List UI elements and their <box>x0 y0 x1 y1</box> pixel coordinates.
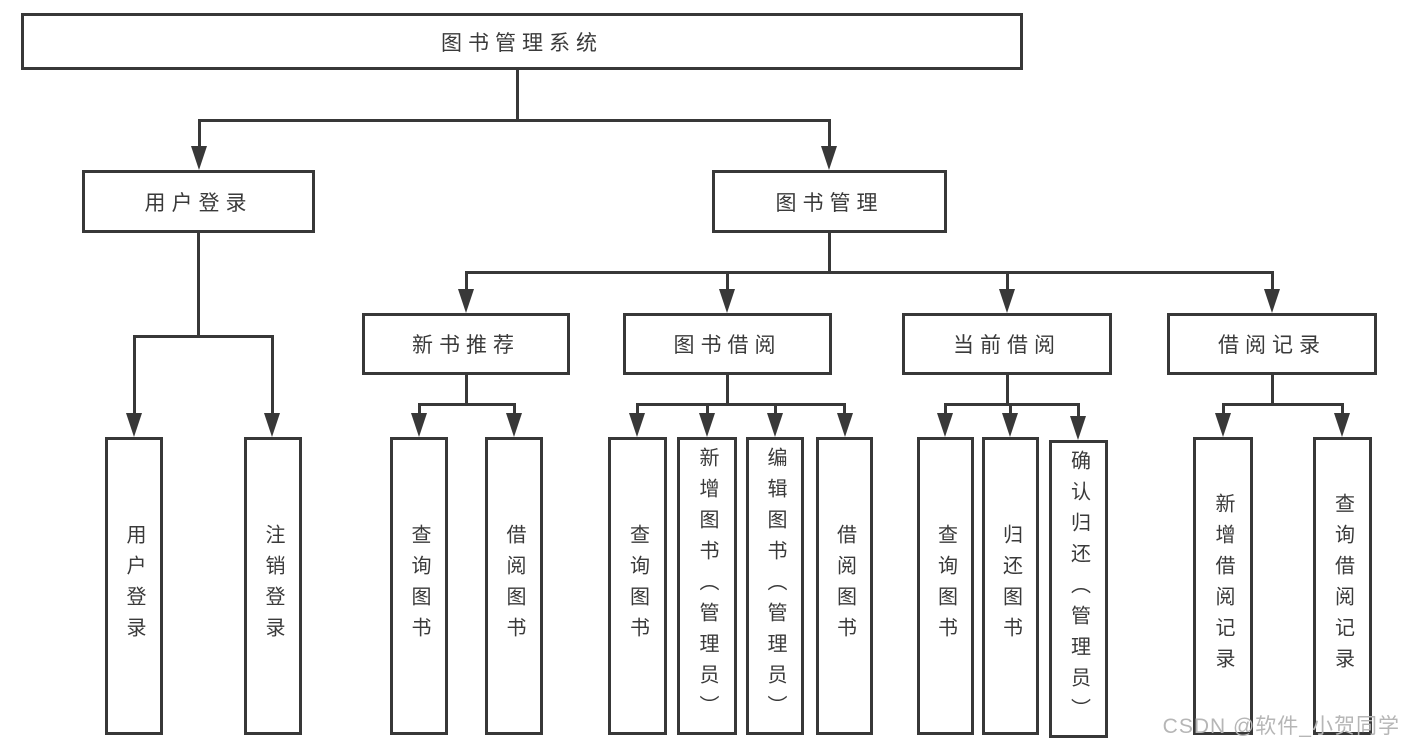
arrow-down-icon <box>1070 416 1086 440</box>
node-label: 查询图书 <box>408 524 430 648</box>
node-new-book-recommend: 新书推荐 <box>362 313 570 375</box>
connector-rail <box>636 403 846 406</box>
node-label: 借阅图书 <box>833 524 856 648</box>
node-leaf-borrow-books: 借阅图书 <box>816 437 873 735</box>
connector-userlogin-stub <box>197 231 200 337</box>
node-leaf-user-login: 用户登录 <box>105 437 163 735</box>
arrow-down-icon <box>629 413 645 437</box>
node-label: 用户登录 <box>123 524 145 648</box>
node-label: 确认归还（管理员） <box>1067 450 1090 729</box>
connector-drop <box>1341 403 1344 415</box>
arrow-down-icon <box>719 289 735 313</box>
node-label: 借阅图书 <box>503 524 525 648</box>
node-leaf-query-books: 查询图书 <box>917 437 974 735</box>
node-leaf-query-books: 查询图书 <box>390 437 448 735</box>
node-book-borrowing: 图书借阅 <box>623 313 832 375</box>
connector-drop <box>706 403 709 415</box>
connector-stub <box>465 373 468 406</box>
node-leaf-logout: 注销登录 <box>244 437 302 735</box>
connector-drop <box>198 119 201 148</box>
connector-stub <box>726 373 729 406</box>
connector-userlogin-rail <box>133 335 273 338</box>
node-leaf-borrow-books: 借阅图书 <box>485 437 543 735</box>
arrow-down-icon <box>1215 413 1231 437</box>
node-borrowing-records: 借阅记录 <box>1167 313 1377 375</box>
connector-drop <box>1006 271 1009 291</box>
node-label: 图书借阅 <box>673 334 782 357</box>
arrow-down-icon <box>458 289 474 313</box>
node-current-borrowing: 当前借阅 <box>902 313 1112 375</box>
node-label: 新增图书（管理员） <box>696 447 718 726</box>
node-label: 归还图书 <box>999 524 1022 648</box>
node-label: 查询图书 <box>626 524 649 648</box>
node-label: 用户登录 <box>144 191 253 215</box>
node-leaf-add-book-admin: 新增图书（管理员） <box>677 437 737 735</box>
connector-bookmgmt-stub <box>828 231 831 274</box>
node-leaf-return-books: 归还图书 <box>982 437 1039 735</box>
connector-drop <box>944 403 947 415</box>
arrow-down-icon <box>699 413 715 437</box>
connector-stub <box>1006 373 1009 406</box>
csdn-watermark: CSDN @软件_小贺同学 <box>1162 715 1400 738</box>
node-leaf-edit-book-admin: 编辑图书（管理员） <box>746 437 804 735</box>
arrow-down-icon <box>767 413 783 437</box>
arrow-down-icon <box>999 289 1015 313</box>
node-leaf-add-borrow-record: 新增借阅记录 <box>1193 437 1253 735</box>
arrow-down-icon <box>411 413 427 437</box>
node-label: 当前借阅 <box>953 334 1061 357</box>
node-user-login: 用户登录 <box>82 170 315 233</box>
arrow-down-icon <box>837 413 853 437</box>
connector-drop <box>133 335 136 415</box>
connector-drop <box>843 403 846 415</box>
node-label: 借阅记录 <box>1218 334 1326 357</box>
connector-level2-rail <box>465 271 1273 274</box>
node-label: 新书推荐 <box>412 334 520 357</box>
connector-drop <box>774 403 777 415</box>
arrow-down-icon <box>506 413 522 437</box>
arrow-down-icon <box>1002 413 1018 437</box>
arrow-down-icon <box>937 413 953 437</box>
node-label: 图书管理系统 <box>441 31 603 55</box>
arrow-down-icon <box>821 146 837 170</box>
connector-rail <box>418 403 515 406</box>
connector-drop <box>271 335 274 415</box>
node-label: 查询图书 <box>934 524 957 648</box>
arrow-down-icon <box>126 413 142 437</box>
node-book-management: 图书管理 <box>712 170 947 233</box>
node-label: 编辑图书（管理员） <box>764 447 786 726</box>
arrow-down-icon <box>191 146 207 170</box>
node-label: 新增借阅记录 <box>1212 493 1234 679</box>
arrow-down-icon <box>264 413 280 437</box>
connector-drop <box>1077 403 1080 418</box>
connector-rail <box>1222 403 1343 406</box>
node-label: 图书管理 <box>775 191 884 215</box>
node-library-management-system: 图书管理系统 <box>21 13 1023 70</box>
connector-drop <box>1222 403 1225 415</box>
arrow-down-icon <box>1264 289 1280 313</box>
connector-drop <box>726 271 729 291</box>
arrow-down-icon <box>1334 413 1350 437</box>
connector-drop <box>828 119 831 148</box>
node-leaf-query-borrow-record: 查询借阅记录 <box>1313 437 1372 735</box>
node-leaf-confirm-return-admin: 确认归还（管理员） <box>1049 440 1108 738</box>
connector-drop <box>1271 271 1274 291</box>
connector-stub <box>1271 373 1274 406</box>
node-leaf-query-books: 查询图书 <box>608 437 667 735</box>
node-label: 查询借阅记录 <box>1331 493 1354 679</box>
connector-drop <box>418 403 421 415</box>
connector-drop <box>1009 403 1012 415</box>
node-label: 注销登录 <box>262 524 284 648</box>
connector-drop <box>465 271 468 291</box>
connector-level1-rail <box>198 119 830 122</box>
connector-drop <box>636 403 639 415</box>
connector-root-stub <box>516 68 519 121</box>
connector-drop <box>513 403 516 415</box>
